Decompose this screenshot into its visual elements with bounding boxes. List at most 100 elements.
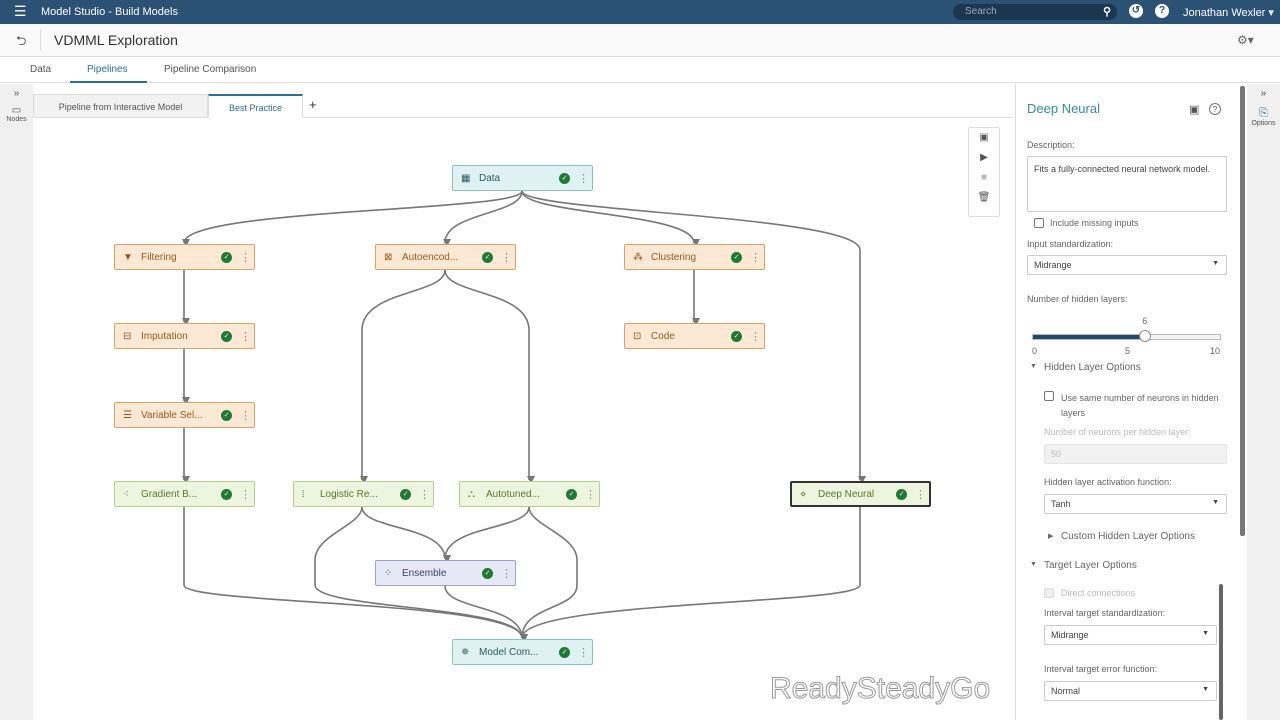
hidden-layers-slider[interactable]: 6 [1032,316,1221,342]
more-icon[interactable]: ⋮ [585,488,596,501]
node-autoencoder[interactable]: ⊠Autoencod...✓⋮ [375,244,516,270]
node-settings-icon[interactable]: ▣ [1189,104,1200,116]
more-icon[interactable]: ⋮ [578,646,589,659]
collapsed-arrow-icon[interactable]: ▶ [1048,533,1054,540]
tab-data[interactable]: Data [30,64,52,75]
hidden-layers-label: Number of hidden layers: [1027,294,1128,304]
settings-menu-icon[interactable]: ⚙▾ [1237,33,1254,47]
project-header: ⮌ VDMML Exploration ⚙▾ [0,24,1280,57]
hidden-layer-options-toggle[interactable]: Hidden Layer Options [1044,362,1141,373]
node-code[interactable]: ⊡Code✓⋮ [624,323,765,349]
more-icon[interactable]: ⋮ [501,251,512,264]
expand-icon[interactable]: » [13,88,20,99]
search-icon[interactable]: ⚲ [1102,6,1111,18]
logistic-icon: ⦙ [302,488,305,500]
back-icon[interactable]: ⮌ [16,33,27,48]
pipeline-tabs: Pipeline from Interactive Model Best Pra… [33,94,1013,118]
node-data[interactable]: ▦Data✓⋮ [452,165,593,191]
more-icon[interactable]: ⋮ [915,488,926,501]
description-field[interactable]: Fits a fully-connected neural network mo… [1027,156,1227,212]
pipeline-tab-interactive[interactable]: Pipeline from Interactive Model [33,94,208,118]
input-std-select[interactable]: Midrange▼ [1027,255,1227,275]
custom-hidden-options-toggle[interactable]: Custom Hidden Layer Options [1061,531,1195,542]
user-menu[interactable]: Jonathan Wexler ▾ [1183,7,1274,19]
add-pipeline-icon[interactable]: + [309,97,317,112]
hamburger-menu-icon[interactable]: ☰ [14,3,27,19]
clustering-icon: ⁂ [633,251,643,263]
check-icon: ✓ [221,251,232,263]
filter-icon: ▼ [123,251,133,263]
include-missing-checkbox[interactable] [1034,218,1044,228]
neurons-label: Number of neurons per hidden layer: [1044,427,1191,437]
node-filtering[interactable]: ▼Filtering✓⋮ [114,244,255,270]
canvas-toolbar: ▣ ▶ ■ 🗑 [968,127,1000,217]
active-tab-indicator [70,81,147,83]
node-model-comparison[interactable]: ✵Model Com...✓⋮ [452,639,593,665]
check-icon: ✓ [559,646,570,658]
node-label: Imputation [141,330,188,342]
node-imputation[interactable]: ⊟Imputation✓⋮ [114,323,255,349]
more-icon[interactable]: ⋮ [750,251,761,264]
check-icon: ✓ [221,409,232,421]
help-icon[interactable]: ? [1155,4,1169,18]
expanded-arrow-icon[interactable]: ▼ [1030,561,1037,568]
stop-icon[interactable]: ■ [980,172,988,183]
activation-select[interactable]: Tanh▼ [1044,494,1227,514]
expanded-arrow-icon[interactable]: ▼ [1030,363,1037,370]
more-icon[interactable]: ⋮ [578,172,589,185]
help-icon[interactable]: ? [1209,103,1221,115]
target-layer-options-toggle[interactable]: Target Layer Options [1044,560,1137,571]
node-autotuned[interactable]: ⛬Autotuned...✓⋮ [459,481,600,507]
nodes-label: Nodes [6,116,27,123]
expand-icon[interactable]: » [1260,88,1267,99]
project-title: VDMML Exploration [54,32,178,48]
node-settings-icon[interactable]: ▣ [979,132,989,143]
pipeline-tab-best-practice[interactable]: Best Practice [208,94,303,118]
options-label: Options [1251,120,1276,127]
node-logistic-regression[interactable]: ⦙Logistic Re...✓⋮ [293,481,434,507]
app-title: Model Studio - Build Models [41,6,178,18]
node-gradient-boosting[interactable]: ⁖Gradient B...✓⋮ [114,481,255,507]
panel-scrollbar[interactable] [1240,86,1245,536]
slider-mid: 5 [1125,346,1131,356]
interval-std-select[interactable]: Midrange▼ [1044,625,1217,645]
same-neurons-checkbox[interactable] [1044,391,1054,401]
check-icon: ✓ [221,488,232,500]
more-icon[interactable]: ⋮ [419,488,430,501]
tab-pipelines[interactable]: Pipelines [87,64,128,75]
nodes-rail: » ▭ Nodes [0,84,33,720]
options-panel: Deep Neural ▣ ? Description: Fits a full… [1015,84,1245,720]
section-scrollbar[interactable] [1219,584,1223,720]
node-variable-selection[interactable]: ☰Variable Sel...✓⋮ [114,402,255,428]
more-icon[interactable]: ⋮ [240,488,251,501]
slider-max: 10 [1210,346,1221,356]
tab-pipeline-comparison[interactable]: Pipeline Comparison [164,64,257,75]
dropdown-arrow-icon: ▼ [1212,499,1219,506]
direct-connections-checkbox[interactable] [1044,588,1054,598]
node-label: Autoencod... [402,251,459,263]
neurons-field[interactable]: 50 [1044,444,1227,464]
selected-value: Midrange [1034,260,1072,270]
more-icon[interactable]: ⋮ [240,330,251,343]
direct-connections-label: Direct connections [1061,588,1136,598]
include-missing-label: Include missing inputs [1050,218,1139,228]
search-input[interactable]: Search ⚲ [953,4,1117,20]
nodes-icon[interactable]: ▭ [11,105,22,116]
code-icon: ⊡ [633,330,642,342]
delete-icon[interactable]: 🗑 [977,192,991,203]
node-deep-neural[interactable]: ⋄Deep Neural✓⋮ [790,481,931,507]
table-icon: ▦ [461,172,471,184]
search-placeholder: Search [965,6,997,17]
gradient-boosting-icon: ⁖ [123,488,129,500]
run-icon[interactable]: ▶ [980,152,988,163]
more-icon[interactable]: ⋮ [240,409,251,422]
interval-error-select[interactable]: Normal▼ [1044,681,1217,701]
options-icon[interactable]: ⎘ [1259,107,1268,119]
more-icon[interactable]: ⋮ [750,330,761,343]
history-icon[interactable]: ↺ [1129,4,1143,18]
more-icon[interactable]: ⋮ [240,251,251,264]
more-icon[interactable]: ⋮ [501,567,512,580]
node-ensemble[interactable]: ⁘Ensemble✓⋮ [375,560,516,586]
node-clustering[interactable]: ⁂Clustering✓⋮ [624,244,765,270]
slider-thumb[interactable] [1139,330,1152,342]
